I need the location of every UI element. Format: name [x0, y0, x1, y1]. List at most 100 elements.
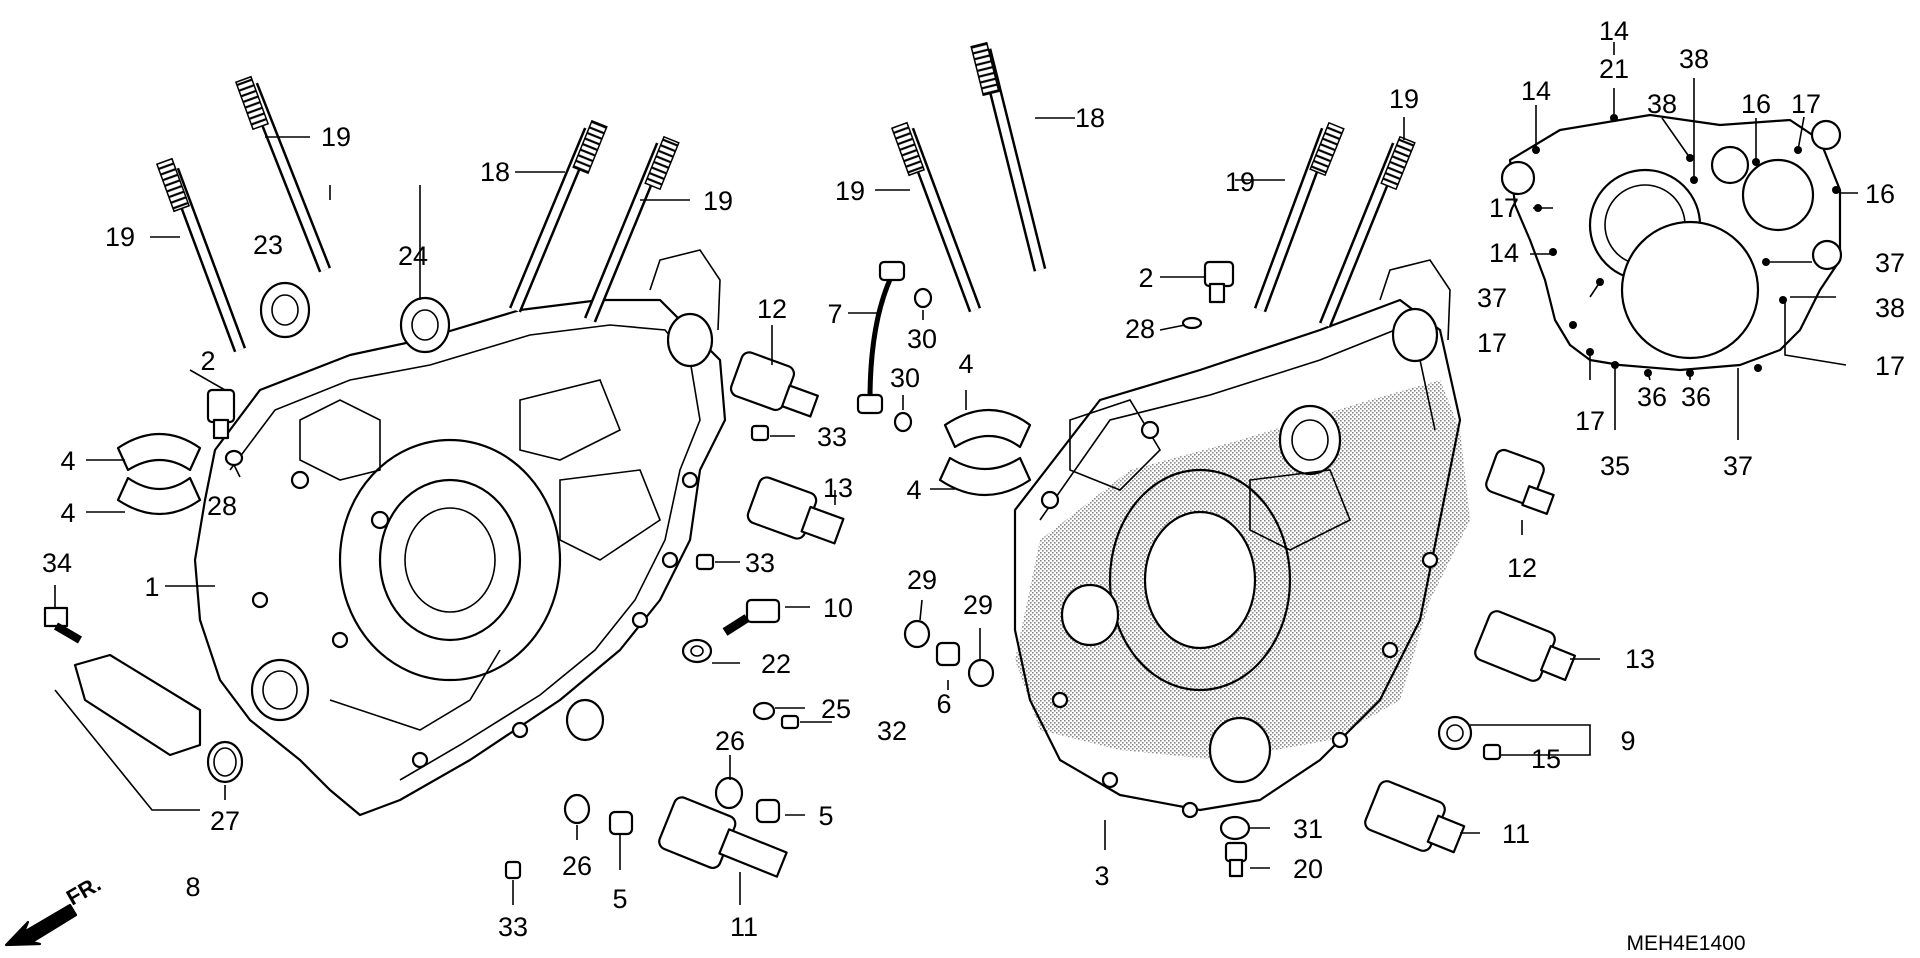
- callout-21: 21: [1599, 54, 1629, 84]
- right-crankcase: [1013, 259, 1470, 819]
- stud-19c: [583, 135, 680, 323]
- callout-30b: 30: [890, 363, 920, 393]
- callout-labels-center: 18 19 19 7 30 30 4 4 2 28 29 29 6 3 31 2…: [827, 84, 1655, 891]
- callout-19b: 19: [321, 122, 351, 152]
- callout-19e: 19: [1225, 167, 1255, 197]
- callout-4a: 4: [60, 446, 75, 476]
- dowel-5b: [608, 810, 634, 836]
- left-crankcase: [193, 249, 727, 817]
- callout-36b: 36: [1681, 382, 1711, 412]
- oring-26b: [563, 793, 591, 825]
- bolt-15: [1482, 743, 1502, 761]
- callout-8: 8: [185, 872, 200, 902]
- oring-29a: [903, 619, 931, 649]
- stud-19b: [234, 75, 332, 273]
- callout-28b: 28: [1125, 314, 1155, 344]
- callout-labels-left: 19 19 23 24 18 19 12 2 4 4 28 33 13 33 1…: [42, 122, 907, 942]
- callout-17e: 17: [1575, 406, 1605, 436]
- stud-19f: [1318, 135, 1416, 328]
- callout-19a: 19: [105, 222, 135, 252]
- mount-bush-11a: [658, 796, 788, 878]
- front-label: FR.: [62, 871, 105, 910]
- stud-19a: [155, 157, 247, 353]
- bearing-23: [259, 281, 311, 339]
- callout-13a: 13: [823, 473, 853, 503]
- callout-10: 10: [823, 593, 853, 623]
- bolt-34: [43, 606, 83, 644]
- left-studs: [155, 75, 680, 353]
- callout-17b: 17: [1489, 193, 1519, 223]
- callout-13b: 13: [1625, 644, 1655, 674]
- callout-29a: 29: [907, 565, 937, 595]
- callout-5a: 5: [818, 801, 833, 831]
- mount-bush-12b: [1485, 448, 1555, 515]
- dowel-33a: [750, 424, 770, 442]
- callout-1: 1: [144, 572, 159, 602]
- mount-bush-11b: [1364, 780, 1466, 854]
- callout-4d: 4: [906, 475, 921, 505]
- switch-10: [722, 598, 781, 636]
- callout-12b: 12: [1507, 553, 1537, 583]
- bearing-shell-4-lower-b: [938, 456, 1032, 496]
- stud-19e: [1253, 121, 1345, 313]
- washer-31: [1219, 815, 1251, 841]
- callout-18a: 18: [480, 157, 510, 187]
- callout-34: 34: [42, 548, 72, 578]
- mount-bush-13a: [746, 476, 845, 545]
- callout-23: 23: [253, 230, 283, 260]
- oring-26a: [714, 776, 744, 810]
- bearing-shell-4-upper-b: [943, 408, 1032, 449]
- bearing-shell-4-upper: [116, 432, 202, 472]
- center-small-parts: [856, 260, 1577, 878]
- callout-26b: 26: [562, 851, 592, 881]
- callout-29b: 29: [963, 590, 993, 620]
- callout-4c: 4: [958, 349, 973, 379]
- callout-12a: 12: [757, 294, 787, 324]
- bearing-24: [399, 296, 451, 354]
- washer-22: [681, 638, 713, 664]
- callout-33c: 33: [498, 912, 528, 942]
- dowel-32: [780, 714, 800, 730]
- crankcase-gasket: [1500, 113, 1843, 377]
- callout-33a: 33: [817, 422, 847, 452]
- callout-19f: 19: [1389, 84, 1419, 114]
- bearing-shell-4-lower: [116, 476, 202, 516]
- callout-labels-right: 14 21 38 14 38 16 17 16 17 14 37 37 38 1…: [1477, 16, 1905, 481]
- callout-37c: 37: [1723, 451, 1753, 481]
- callout-20: 20: [1293, 854, 1323, 884]
- callout-22: 22: [761, 649, 791, 679]
- callout-11b: 11: [1502, 819, 1530, 849]
- center-studs: [890, 41, 1416, 328]
- oring-29b: [967, 658, 995, 688]
- drain-bolt-20: [1224, 841, 1248, 878]
- callout-37a: 37: [1875, 248, 1905, 278]
- left-small-parts: [43, 281, 845, 880]
- callout-27: 27: [210, 806, 240, 836]
- mount-bush-12a: [729, 351, 819, 418]
- leader-lines: [54, 42, 1858, 905]
- callout-15: 15: [1531, 744, 1561, 774]
- gear-9: [1437, 715, 1473, 751]
- dowel-33c: [504, 860, 522, 880]
- stud-18b: [970, 41, 1047, 272]
- callout-17a: 17: [1791, 89, 1821, 119]
- front-direction-arrow: FR.: [4, 871, 105, 947]
- callout-7: 7: [827, 299, 842, 329]
- callout-9: 9: [1620, 726, 1635, 756]
- callout-33b: 33: [745, 548, 775, 578]
- oring-27: [206, 740, 244, 784]
- sensor-2: [206, 388, 236, 440]
- callout-26a: 26: [715, 726, 745, 756]
- callout-14c: 14: [1489, 238, 1519, 268]
- callout-38b: 38: [1647, 89, 1677, 119]
- callout-17c: 17: [1477, 328, 1507, 358]
- callout-31: 31: [1293, 814, 1323, 844]
- oring-28: [224, 449, 244, 467]
- callout-38a: 38: [1679, 44, 1709, 74]
- callout-25: 25: [821, 694, 851, 724]
- callout-17d: 17: [1875, 351, 1905, 381]
- callout-19c: 19: [703, 186, 733, 216]
- dowel-5a: [755, 798, 781, 824]
- oring-25: [752, 701, 776, 721]
